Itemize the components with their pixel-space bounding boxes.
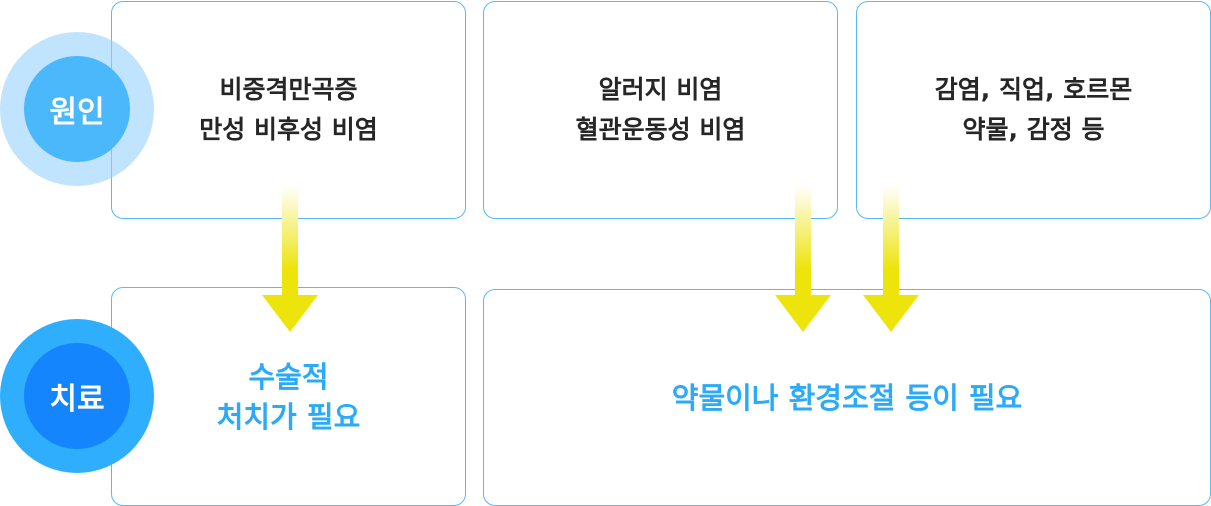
cause-label: 원인 — [49, 95, 105, 130]
cause-text-1: 비중격만곡증 만성 비후성 비염 — [199, 75, 378, 144]
cause-box-2: 알러지 비염 혈관운동성 비염 — [483, 1, 838, 219]
cause-box-3: 감염, 직업, 호르몬 약물, 감정 등 — [856, 1, 1211, 219]
treatment-text-1: 수술적 처치가 필요 — [216, 359, 361, 434]
treatment-box-2: 약물이나 환경조절 등이 필요 — [483, 289, 1211, 506]
cause-badge: 원인 — [0, 32, 154, 186]
cause-box-1: 비중격만곡증 만성 비후성 비염 — [111, 1, 466, 219]
treatment-text-2: 약물이나 환경조절 등이 필요 — [671, 380, 1023, 415]
cause-text-2: 알러지 비염 혈관운동성 비염 — [575, 75, 746, 144]
treatment-badge: 치료 — [0, 319, 154, 473]
treatment-label: 치료 — [49, 382, 105, 417]
cause-text-3: 감염, 직업, 호르몬 약물, 감정 등 — [934, 75, 1133, 144]
